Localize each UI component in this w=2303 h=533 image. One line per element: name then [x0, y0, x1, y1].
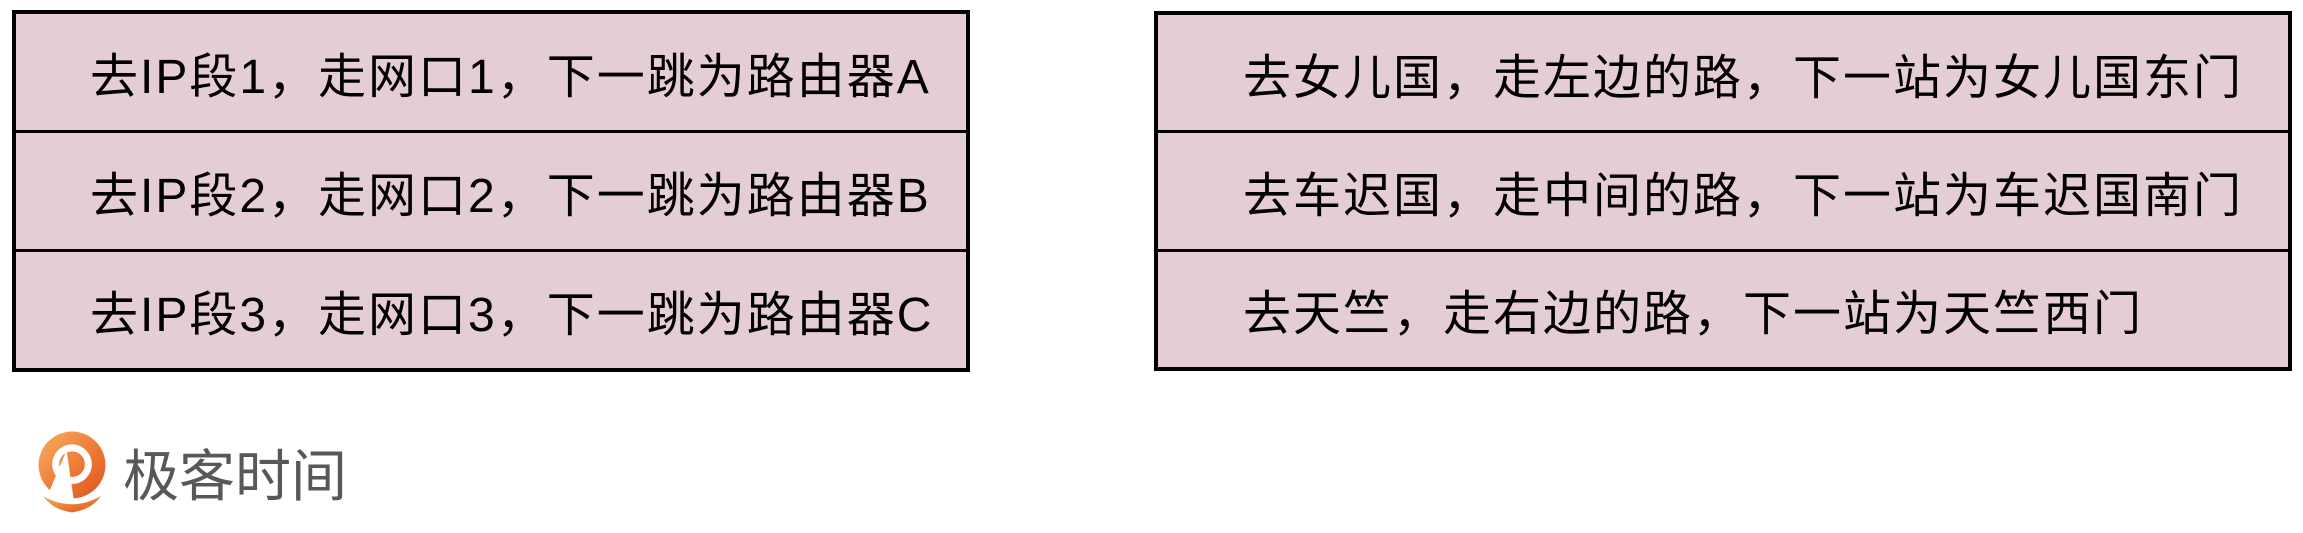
- row-text: 去天竺，走右边的路，下一站为天竺西门: [1243, 288, 2144, 342]
- table-row: 去IP段2，走网口2，下一跳为路由器B: [16, 130, 966, 249]
- geektime-pin-icon: [33, 430, 111, 514]
- table-row: 去女儿国，走左边的路，下一站为女儿国东门: [1158, 15, 2288, 131]
- ip-routing-table: 去IP段1，走网口1，下一跳为路由器A 去IP段2，走网口2，下一跳为路由器B …: [12, 10, 970, 372]
- geektime-logo-text: 极客时间: [123, 444, 347, 508]
- journey-routing-table: 去女儿国，走左边的路，下一站为女儿国东门 去车迟国，走中间的路，下一站为车迟国南…: [1154, 11, 2292, 371]
- row-text: 去车迟国，走中间的路，下一站为车迟国南门: [1243, 169, 2244, 223]
- geektime-logo: 极客时间: [33, 430, 347, 514]
- table-row: 去IP段3，走网口3，下一跳为路由器C: [16, 249, 966, 368]
- row-text: 去IP段3，走网口3，下一跳为路由器C: [90, 289, 934, 342]
- table-row: 去天竺，走右边的路，下一站为天竺西门: [1158, 248, 2288, 367]
- row-text: 去女儿国，走左边的路，下一站为女儿国东门: [1243, 51, 2244, 105]
- table-row: 去IP段1，走网口1，下一跳为路由器A: [16, 14, 966, 130]
- row-text: 去IP段1，走网口1，下一跳为路由器A: [90, 51, 931, 104]
- row-text: 去IP段2，走网口2，下一跳为路由器B: [90, 170, 931, 223]
- table-row: 去车迟国，走中间的路，下一站为车迟国南门: [1158, 130, 2288, 249]
